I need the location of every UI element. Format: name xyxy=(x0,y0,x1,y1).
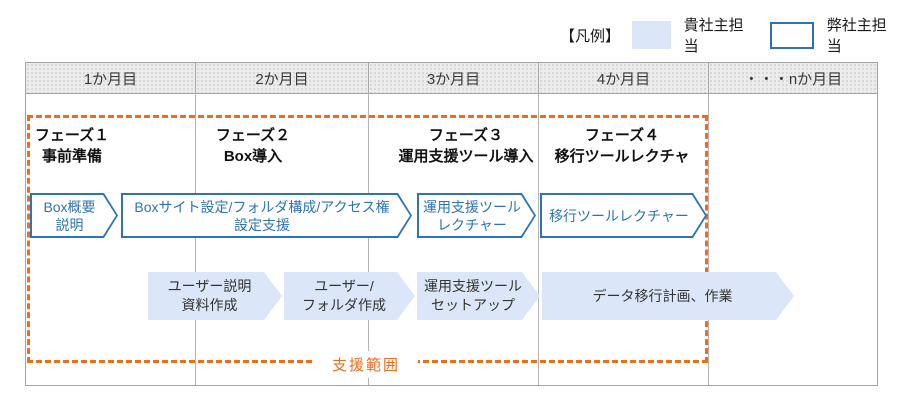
customer-swatch xyxy=(631,21,671,49)
legend-title: 【凡例】 xyxy=(560,27,621,45)
support-scope-label: 支援範囲 xyxy=(314,351,419,378)
legend-label-customer: 貴社主担当 xyxy=(683,17,744,55)
column-header-month-1: 1か月目 xyxy=(26,63,196,93)
vendor-task-2-arrow: Boxサイト設定/フォルダ構成/アクセス権 設定支援 xyxy=(121,193,412,238)
column-divider xyxy=(195,93,196,385)
vendor-task-3-arrow: 運用支援ツール レクチャー xyxy=(417,193,536,238)
phase-1-title: フェーズ１ 事前準備 xyxy=(34,127,110,165)
customer-task-4-arrow: データ移行計画、作業 xyxy=(542,272,794,320)
month-table: 1か月目 2か月目 3か月目 4か月目 ・・・nか月目 xyxy=(25,62,878,386)
column-header-month-4: 4か月目 xyxy=(539,63,709,93)
customer-task-3-arrow: 運用支援ツール セットアップ xyxy=(417,272,540,320)
column-header-month-3: 3か月目 xyxy=(369,63,539,93)
month-header-row: 1か月目 2か月目 3か月目 4か月目 ・・・nか月目 xyxy=(26,63,877,94)
legend-label-vendor: 弊社主担当 xyxy=(826,17,887,55)
legend: 【凡例】 貴社主担当 弊社主担当 xyxy=(560,17,900,55)
column-divider xyxy=(368,93,369,385)
customer-task-1-arrow: ユーザー説明 資料作成 xyxy=(148,272,282,320)
vendor-task-4-arrow: 移行ツールレクチャー xyxy=(540,193,707,238)
column-header-month-2: 2か月目 xyxy=(196,63,369,93)
phase-4-title: フェーズ４ 移行ツールレクチャ xyxy=(554,127,690,165)
phase-3-title: フェーズ３ 運用支援ツール導入 xyxy=(398,127,534,165)
vendor-swatch xyxy=(769,21,814,49)
vendor-task-1-arrow: Box概要 説明 xyxy=(30,193,118,238)
customer-task-2-arrow: ユーザー/ フォルダ作成 xyxy=(284,272,415,320)
column-header-month-n: ・・・nか月目 xyxy=(709,63,877,93)
phase-2-title: フェーズ２ Box導入 xyxy=(215,127,291,165)
column-divider xyxy=(708,93,709,385)
column-divider xyxy=(538,93,539,385)
